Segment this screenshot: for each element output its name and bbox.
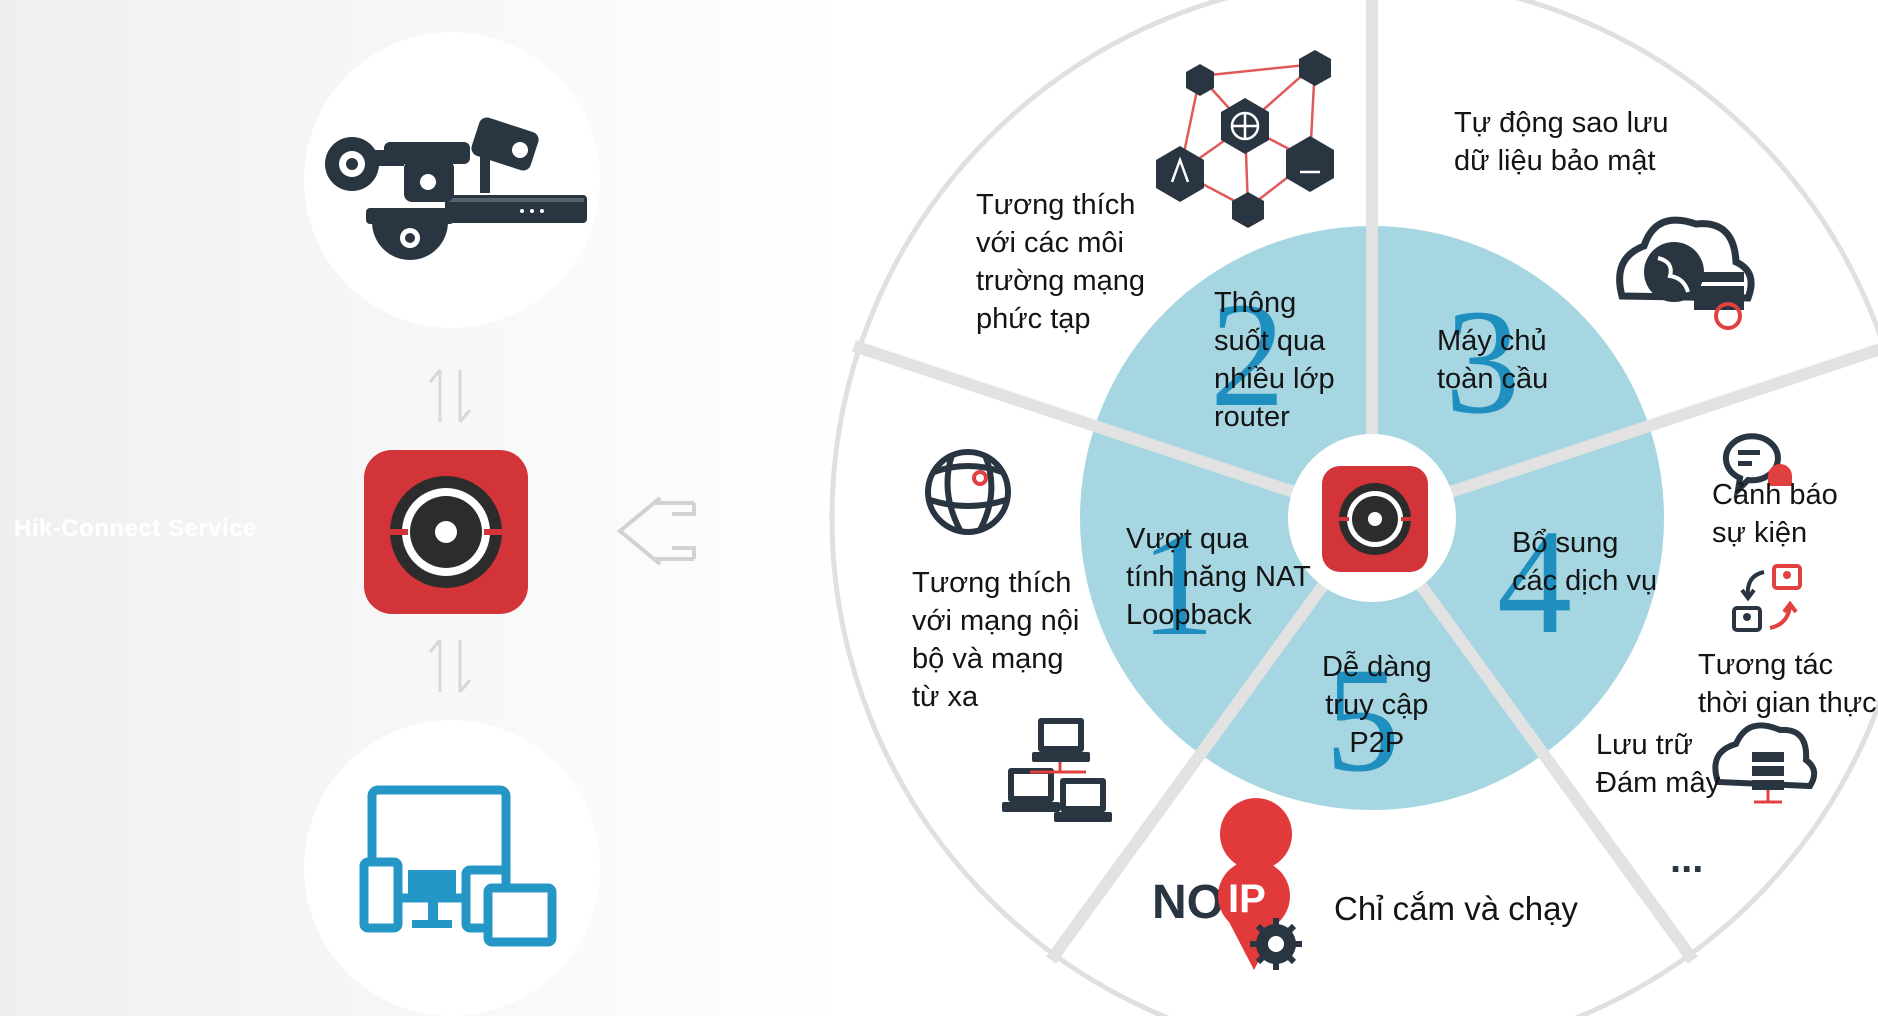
sync-arrows-bottom: [428, 639, 472, 693]
no-ip-ip-text: IP: [1228, 877, 1266, 921]
outer-label-network-compat: Tương thích với các môi trường mạng phức…: [976, 189, 1146, 335]
inner-label-3: Máy chủ toàn cầu: [1437, 325, 1549, 395]
numeral-5: 5: [1325, 637, 1400, 803]
inner-label-4: Bổ sung các dịch vụ: [1512, 527, 1658, 597]
left-column-graphic: [304, 32, 696, 1016]
hexagon-network-icon: [1156, 50, 1334, 228]
camera-nvr-icon: [325, 117, 587, 260]
more-ellipsis: ...: [1670, 837, 1703, 881]
wheel-dividers: [852, 0, 1878, 964]
inner-label-5: Dễ dàng truy cập P2P: [1322, 651, 1432, 759]
numeral-2: 2: [1210, 272, 1285, 438]
sync-arrows-top: [428, 369, 472, 423]
outer-label-plug-play: Chỉ cắm và chạy: [1334, 890, 1578, 927]
lan-computers-icon: [1002, 718, 1112, 822]
no-ip-icon: NO IP: [1152, 798, 1302, 970]
outer-label-backup: Tự động sao lưu dữ liệu bảo mật: [1454, 107, 1669, 177]
cloud-backup-icon: [1616, 216, 1755, 330]
outer-label-alarm: Cảnh báo sự kiện: [1712, 479, 1838, 549]
outer-label-cloud-storage: Lưu trữ Đám mây: [1596, 729, 1721, 799]
alarm-chat-icon: [1722, 433, 1792, 499]
hub-app-icon: [1322, 466, 1428, 572]
hik-connect-app-icon: [364, 450, 528, 614]
numeral-1: 1: [1140, 501, 1215, 667]
cloud-storage-icon: [1712, 722, 1818, 804]
globe-target-icon: [925, 449, 1011, 535]
contacts-exchange-icon: [1732, 564, 1802, 632]
inner-label-2: Thông suốt qua nhiều lớp router: [1214, 287, 1335, 433]
no-ip-no-text: NO: [1152, 876, 1224, 929]
outer-label-interaction: Tương tác thời gian thực: [1698, 649, 1877, 719]
numeral-3: 3: [1445, 279, 1520, 445]
client-devices-icon: [359, 785, 557, 947]
outer-label-lan-compat: Tương thích với mạng nội bộ và mạng từ x…: [912, 567, 1080, 713]
segment-numerals: 1 2 3 4 5: [1140, 272, 1572, 803]
inner-label-1: Vượt qua tính năng NAT Loopback: [1126, 523, 1311, 631]
service-label: Hik-Connect Service: [14, 515, 257, 542]
left-arrow-icon: [616, 496, 696, 566]
numeral-4: 4: [1497, 499, 1572, 665]
